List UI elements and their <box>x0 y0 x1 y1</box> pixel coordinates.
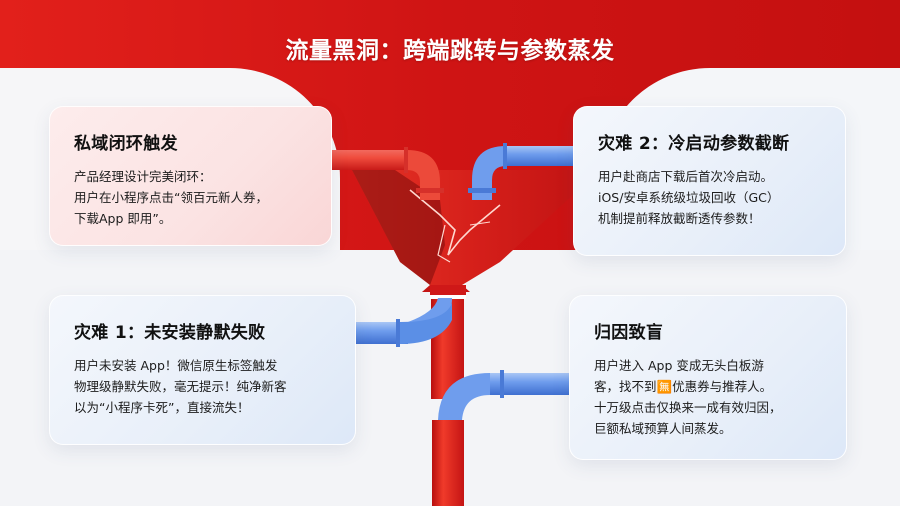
card-private-loop-trigger: 私域闭环触发 产品经理设计完美闭环： 用户在小程序点击“领百元新人券， 下载Ap… <box>49 106 332 246</box>
card-body: 用户进入 App 变成无头白板游 客，找不到🈚优惠券与推荐人。 十万级点击仅换来… <box>594 358 782 436</box>
card-heading: 归因致盲 <box>594 323 664 343</box>
card-disaster-2-cold-start: 灾难 2：冷启动参数截断 用户赴商店下载后首次冷启动。 iOS/安卓系统级垃圾回… <box>573 106 846 256</box>
card-body: 用户未安装 App！微信原生标签触发 物理级静默失败，毫无提示！纯净新客 以为“… <box>74 358 287 415</box>
card-attribution-blind: 归因致盲 用户进入 App 变成无头白板游 客，找不到🈚优惠券与推荐人。 十万级… <box>569 295 847 460</box>
card-disaster-1-silent-fail: 灾难 1：未安装静默失败 用户未安装 App！微信原生标签触发 物理级静默失败，… <box>49 295 356 445</box>
card-heading: 私域闭环触发 <box>74 134 178 154</box>
page-title: 流量黑洞：跨端跳转与参数蒸发 <box>285 38 615 64</box>
card-heading: 灾难 2：冷启动参数截断 <box>598 134 790 154</box>
blue-pipe-icon <box>356 143 574 420</box>
card-heading: 灾难 1：未安装静默失败 <box>74 323 266 343</box>
card-body: 用户赴商店下载后首次冷启动。 iOS/安卓系统级垃圾回收（GC） 机制提前释放截… <box>598 169 780 226</box>
card-body: 产品经理设计完美闭环： 用户在小程序点击“领百元新人券， 下载App 即用”。 <box>74 169 268 226</box>
